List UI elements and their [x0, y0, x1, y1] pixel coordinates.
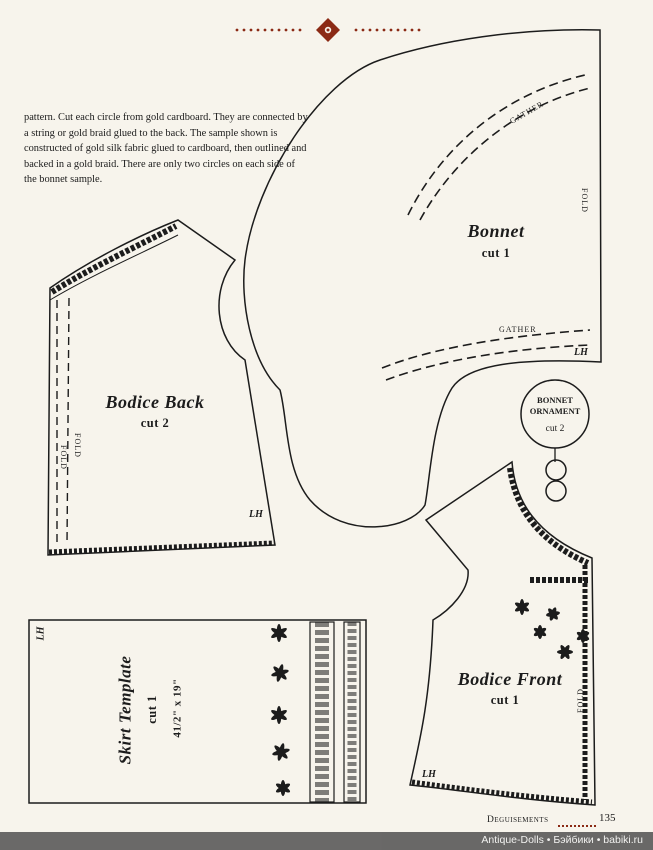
bodice-front-title: Bodice Front [457, 669, 563, 689]
bodice-front-hem-trim [411, 779, 593, 805]
skirt-cut: cut 1 [144, 695, 159, 724]
bonnet-title: Bonnet [467, 221, 525, 241]
skirt-title: Skirt Template [115, 655, 135, 765]
skirt-flowers [271, 624, 291, 796]
ornament-circle-small-1 [545, 459, 567, 481]
bodice-back-fold-label-1: FOLD [58, 445, 68, 470]
bonnet-gather-top-outer [407, 74, 586, 216]
bodice-front-fold-label: FOLD [575, 688, 585, 713]
bodice-front-outline [409, 460, 596, 806]
bonnet-cut: cut 1 [481, 246, 511, 260]
ornament-label-line2: ORNAMENT [529, 406, 581, 416]
bodice-front-initials: LH [422, 769, 436, 780]
skirt-braid-band-2 [343, 621, 361, 803]
bodice-back-initials: LH [249, 509, 263, 520]
bonnet-gather-bottom-inner [385, 344, 591, 381]
page-footer: Deguisements 135 [0, 812, 653, 850]
bodice-back-hem-trim [48, 540, 275, 555]
footer-section-title: Deguisements [487, 815, 549, 825]
bonnet-gather-top-inner [419, 87, 591, 221]
watermark-text: Antique-Dolls • Бэйбики • babiki.ru [481, 834, 643, 846]
ornament-cut: cut 2 [545, 424, 565, 434]
skirt-initials: LH [35, 626, 47, 641]
bodice-front-flowers [514, 599, 590, 660]
watermark-bar: Antique-Dolls • Бэйбики • babiki.ru [0, 832, 653, 850]
skirt-template-outline [28, 619, 367, 804]
bodice-back-outline [47, 219, 276, 556]
skirt-size: 41/2" x 19" [171, 678, 184, 738]
bodice-front-cut: cut 1 [490, 693, 520, 707]
bonnet-outline [243, 29, 602, 528]
intro-paragraph: pattern. Cut each circle from gold cardb… [24, 112, 308, 186]
footer-dot-leader [558, 825, 596, 827]
bodice-back-fold-label-2: FOLD [72, 433, 82, 458]
bonnet-gather-bottom-label: GATHER [499, 325, 537, 334]
bodice-back-cut: cut 2 [140, 416, 170, 430]
bonnet-gather-bottom-outer [381, 329, 591, 369]
header-ornament-icon [235, 18, 421, 42]
bonnet-initials: LH [574, 347, 588, 358]
bodice-front-neck-trim [507, 467, 590, 566]
bodice-back-trim [50, 223, 178, 295]
bodice-back-fold-line-2 [66, 297, 70, 546]
bodice-back-title: Bodice Back [105, 392, 205, 412]
bonnet-fold-label: FOLD [579, 188, 589, 213]
ornament-circle-small-2 [545, 480, 567, 502]
page-number: 135 [599, 812, 616, 824]
ornament-label-line1: BONNET [537, 395, 573, 405]
